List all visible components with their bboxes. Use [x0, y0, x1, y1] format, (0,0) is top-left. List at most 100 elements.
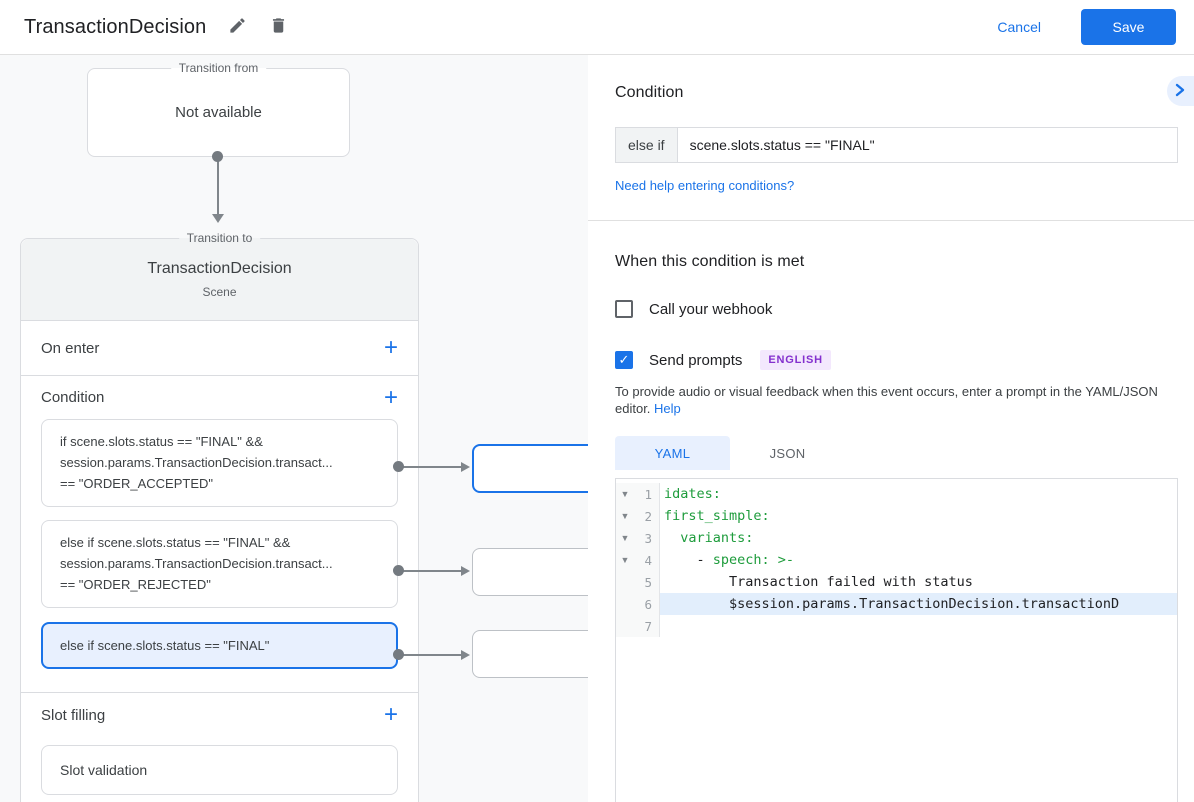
code-text[interactable]: - speech: >-: [664, 552, 795, 568]
scene-subtitle: Scene: [202, 285, 237, 299]
code-text[interactable]: $session.params.TransactionDecision.tran…: [660, 593, 1177, 615]
code-line: ▼ 4 - speech: >-: [616, 549, 1177, 571]
connector-line: [399, 654, 461, 656]
add-icon: +: [383, 701, 398, 728]
connector-dot: [393, 461, 404, 472]
transition-to-label: Transition to: [178, 231, 261, 245]
transition-to-box: Transition to TransactionDecision Scene …: [20, 231, 419, 802]
save-button[interactable]: Save: [1081, 9, 1176, 45]
on-enter-row[interactable]: On enter +: [21, 321, 418, 376]
description-text: To provide audio or visual feedback when…: [615, 384, 1158, 416]
slot-filling-header: Slot filling +: [21, 693, 418, 737]
edit-pencil-icon: [228, 16, 247, 38]
connector-line: [399, 570, 461, 572]
help-link[interactable]: Help: [654, 401, 681, 416]
help-line: Need help entering conditions?: [615, 177, 1178, 195]
add-on-enter-button[interactable]: +: [380, 336, 402, 360]
on-enter-label: On enter: [41, 339, 100, 357]
scene-title: TransactionDecision: [147, 260, 292, 277]
webhook-row: Call your webhook: [615, 300, 1178, 318]
condition-card-2[interactable]: else if scene.slots.status == "FINAL" &&…: [41, 520, 398, 608]
condition-section: Condition + if scene.slots.status == "FI…: [21, 376, 418, 693]
collapse-panel-button[interactable]: [1167, 76, 1194, 106]
add-slot-button[interactable]: +: [380, 703, 402, 727]
fold-arrow-icon[interactable]: ▼: [620, 555, 630, 565]
line-number: 2: [644, 508, 652, 524]
arrow-right-icon: [461, 566, 470, 576]
slot-validation-card[interactable]: Slot validation: [41, 745, 398, 795]
prompts-description: To provide audio or visual feedback when…: [615, 383, 1178, 417]
line-number: 3: [644, 530, 652, 546]
panel-title: Condition: [615, 84, 684, 101]
language-badge: ENGLISH: [760, 350, 831, 370]
edit-button[interactable]: [228, 16, 247, 38]
add-icon: +: [383, 383, 398, 411]
check-icon: ✓: [618, 352, 630, 367]
code-text[interactable]: first_simple:: [664, 508, 770, 524]
condition-card-3-selected[interactable]: else if scene.slots.status == "FINAL": [41, 622, 398, 669]
line-number: 4: [644, 552, 652, 568]
code-line-highlighted: 6 $session.params.TransactionDecision.tr…: [616, 593, 1177, 615]
condition-text: == "ORDER_REJECTED": [60, 577, 211, 592]
connector-dot: [393, 565, 404, 576]
code-text[interactable]: Transaction failed with status: [664, 574, 973, 590]
top-bar: TransactionDecision Cancel Save: [0, 0, 1194, 55]
add-condition-button[interactable]: +: [380, 385, 402, 409]
condition-card-1[interactable]: if scene.slots.status == "FINAL" && sess…: [41, 419, 398, 507]
tab-yaml[interactable]: YAML: [615, 436, 730, 470]
webhook-checkbox[interactable]: [615, 300, 633, 318]
code-line: ▼ 1 idates:: [616, 483, 1177, 505]
code-line: 5 Transaction failed with status: [616, 571, 1177, 593]
line-number: 5: [644, 574, 652, 590]
connector-dot: [212, 151, 223, 162]
webhook-label: Call your webhook: [649, 300, 773, 318]
fold-arrow-icon[interactable]: ▼: [620, 489, 630, 499]
code-line: ▼ 3 variants:: [616, 527, 1177, 549]
code-line: ▼ 2 first_simple:: [616, 505, 1177, 527]
transition-from-value: Not available: [175, 104, 262, 121]
arrow-down-icon: [212, 214, 224, 223]
main-area: Transition from Not available Transition…: [0, 55, 1194, 802]
line-number: 1: [644, 486, 652, 502]
connector-line: [399, 466, 461, 468]
scene-header: TransactionDecision Scene: [21, 239, 418, 321]
condition-text: if scene.slots.status == "FINAL" &&: [60, 434, 263, 449]
fold-arrow-icon[interactable]: ▼: [620, 511, 630, 521]
send-prompts-checkbox[interactable]: ✓: [615, 351, 633, 369]
add-icon: +: [383, 334, 398, 361]
condition-input-row: else if: [615, 127, 1178, 163]
flow-target-node-3[interactable]: [472, 630, 588, 678]
yaml-editor[interactable]: ▼ 1 idates: ▼ 2 first_simple: ▼ 3 variants:…: [615, 478, 1178, 802]
condition-prefix: else if: [615, 127, 677, 163]
fold-arrow-icon[interactable]: ▼: [620, 533, 630, 543]
tab-json[interactable]: JSON: [730, 436, 845, 470]
condition-text: session.params.TransactionDecision.trans…: [60, 556, 333, 571]
delete-button[interactable]: [269, 16, 288, 38]
slot-filling-section: Slot filling + Slot validation: [21, 693, 418, 795]
chevron-right-icon: [1175, 83, 1185, 100]
condition-text: else if scene.slots.status == "FINAL": [60, 638, 270, 653]
prompts-row: ✓ Send prompts ENGLISH: [615, 350, 1178, 370]
editor-tabs: YAML JSON: [615, 436, 1178, 470]
connector-dot: [393, 649, 404, 660]
code-line: 7: [616, 615, 1177, 637]
condition-input[interactable]: [676, 127, 1178, 163]
code-text[interactable]: variants:: [664, 530, 754, 546]
arrow-right-icon: [461, 650, 470, 660]
code-text[interactable]: idates:: [664, 486, 721, 502]
condition-section-header: Condition +: [21, 376, 418, 419]
flow-target-node-1[interactable]: [472, 444, 588, 493]
flow-target-node-2[interactable]: [472, 548, 588, 596]
cancel-button[interactable]: Cancel: [997, 19, 1041, 35]
condition-text: session.params.TransactionDecision.trans…: [60, 455, 333, 470]
code-text[interactable]: [660, 615, 1177, 637]
transition-from-box: Transition from Not available: [87, 61, 350, 157]
line-number: 6: [644, 596, 652, 612]
condition-editor-panel: Condition else if Need help entering con…: [588, 55, 1194, 802]
conditions-help-link[interactable]: Need help entering conditions?: [615, 178, 795, 193]
connector-line: [217, 161, 219, 214]
slot-validation-label: Slot validation: [60, 762, 148, 778]
trash-icon: [269, 16, 288, 38]
send-prompts-label: Send prompts: [649, 351, 743, 369]
line-number: 7: [644, 618, 652, 634]
